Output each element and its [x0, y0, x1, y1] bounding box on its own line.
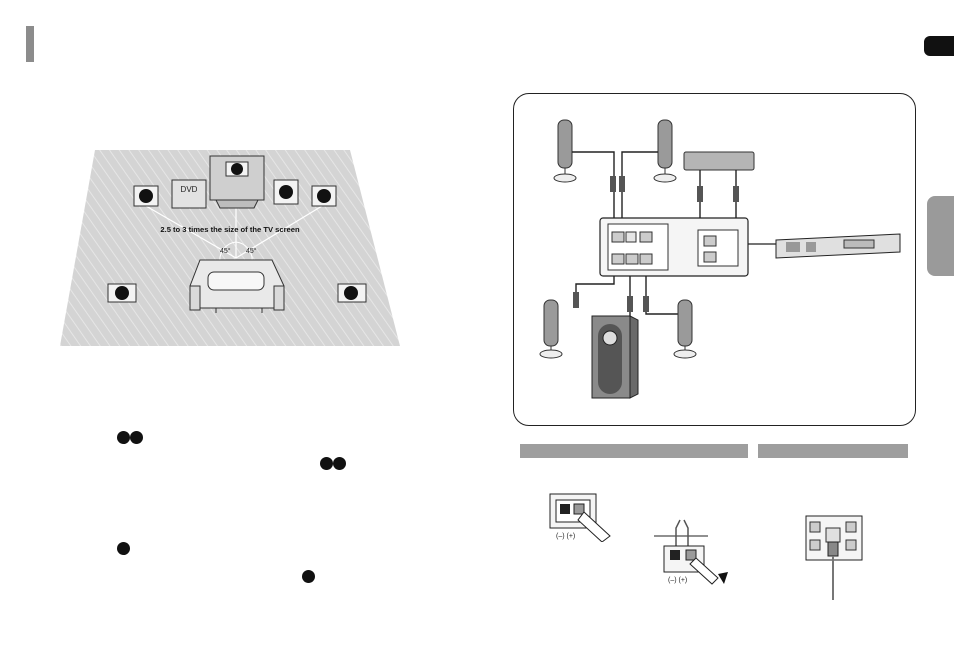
rear-left-speaker: [107, 283, 137, 303]
speaker-marker-dot: [302, 570, 315, 583]
terminal-polarity-label: (–) (+): [556, 533, 575, 540]
speaker-marker-dot: [320, 457, 333, 470]
angle-left-label: 45°: [220, 247, 231, 255]
subwoofer-plug-illustration: [805, 515, 863, 600]
front-left-tall-speaker: [553, 119, 577, 183]
wire-insertion-illustration: (–) (+): [654, 519, 728, 585]
dvd-label: DVD: [181, 185, 198, 194]
speaker-output-panel: [599, 217, 749, 277]
section-header-bar-left: [520, 444, 748, 458]
speaker-placement-illustration: DVD 2.5 to 3 times the size of the TV sc…: [60, 150, 400, 346]
center-speaker-bar: [683, 151, 755, 171]
language-tab: [924, 36, 954, 56]
main-unit-rear-panel: [775, 233, 901, 259]
speaker-marker-dot: [117, 542, 130, 555]
speaker-marker-single-2: [302, 570, 315, 588]
speaker-marker-pair-2: [320, 457, 346, 475]
terminal-press-illustration: (–) (+): [549, 493, 611, 542]
speaker-marker-pair-1: [117, 431, 143, 449]
title-marker-bar: [26, 26, 34, 62]
speaker-marker-dot: [117, 431, 130, 444]
center-speaker-tv: [209, 155, 265, 209]
front-right-speaker: [311, 185, 337, 207]
distance-caption: 2.5 to 3 times the size of the TV screen: [160, 225, 300, 234]
speaker-marker-single-1: [117, 542, 130, 560]
speaker-marker-dot: [130, 431, 143, 444]
terminal-polarity-label-2: (–) (+): [668, 577, 687, 584]
dvd-player: DVD: [171, 179, 207, 209]
subwoofer-unit: [591, 315, 639, 399]
front-right-tall-speaker: [653, 119, 677, 183]
angle-right-label: 45°: [246, 247, 257, 255]
speaker-marker-dot: [333, 457, 346, 470]
rear-right-tall-speaker: [673, 299, 697, 359]
rear-right-speaker: [337, 283, 367, 303]
speaker-connection-diagram: [539, 119, 901, 399]
section-side-tab: [927, 196, 954, 276]
front-left-speaker: [133, 185, 159, 207]
listening-sofa: [189, 259, 285, 313]
section-header-bar-right: [758, 444, 908, 458]
rear-left-tall-speaker: [539, 299, 563, 359]
subwoofer-speaker: [273, 179, 299, 205]
